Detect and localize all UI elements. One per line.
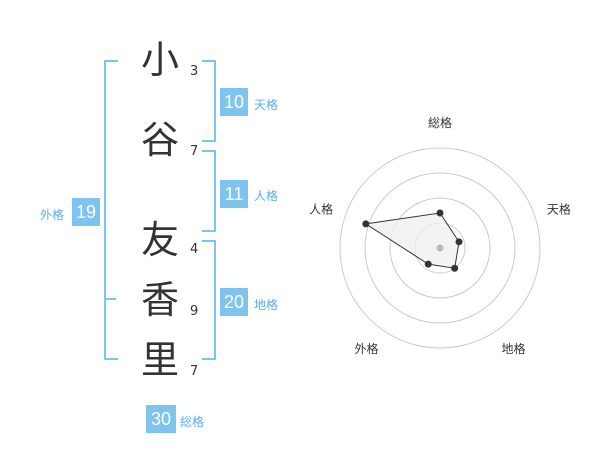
radar-point-4 (362, 220, 370, 228)
radar-axis-label-3: 外格 (355, 341, 379, 356)
gaikaku-bracket (104, 60, 118, 360)
tenkaku-label: 天格 (254, 98, 279, 112)
soukaku-label: 総格 (180, 415, 205, 429)
radar-point-3 (424, 260, 432, 268)
name-char-4: 香 (140, 278, 179, 322)
name-char-1: 小 (140, 38, 179, 82)
chikaku-label: 地格 (254, 298, 279, 312)
radar-axis-label-0: 総格 (428, 115, 452, 130)
jinkaku-value: 11 (220, 180, 248, 208)
gaikaku-label: 外格 (40, 208, 65, 222)
chikaku-value: 20 (220, 288, 248, 316)
radar-axis-label-4: 人格 (309, 201, 333, 216)
stroke-count-2: 7 (190, 144, 199, 159)
tenkaku-value: 10 (220, 88, 248, 116)
stroke-count-4: 9 (190, 304, 199, 319)
name-char-2: 谷 (140, 118, 179, 162)
name-char-3: 友 (140, 218, 179, 262)
radar-ring-2 (389, 197, 491, 299)
stroke-count-1: 3 (190, 64, 199, 79)
radar-polygon (364, 212, 460, 269)
radar-point-2 (451, 264, 459, 272)
radar-axis-label-1: 天格 (547, 201, 571, 216)
gaikaku-value: 19 (72, 198, 100, 226)
radar-point-0 (436, 209, 444, 217)
radar-point-1 (455, 238, 463, 246)
gaikaku-bracket-tick (104, 298, 116, 300)
tenkaku-bracket (202, 60, 216, 142)
name-char-5: 里 (140, 338, 179, 382)
jinkaku-bracket (202, 150, 216, 232)
radar-center-dot (436, 244, 444, 252)
radar-ring-4 (339, 147, 541, 349)
chikaku-bracket (202, 240, 216, 360)
jinkaku-label: 人格 (254, 189, 279, 203)
radar-ring-3 (364, 172, 516, 324)
stroke-count-5: 7 (190, 364, 199, 379)
radar-axis-label-2: 地格 (501, 341, 525, 356)
soukaku-value: 30 (146, 405, 176, 433)
stroke-count-3: 4 (190, 242, 199, 257)
